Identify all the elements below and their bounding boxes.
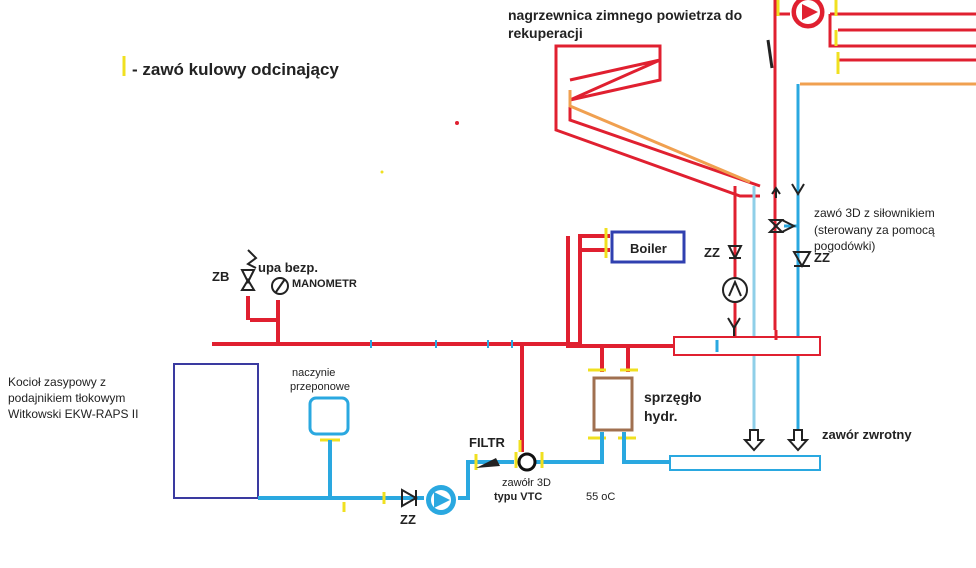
main-supply-line <box>212 234 674 452</box>
top-pump <box>791 0 825 29</box>
kociol-label-3: Witkowski EKW-RAPS II <box>8 407 138 421</box>
kociol-label-2: podajnikiem tłokowym <box>8 391 125 405</box>
zz-label-right: ZZ <box>704 245 720 260</box>
zz-valve-symbol <box>401 488 419 508</box>
vtc-label-1: zawółr 3D <box>502 477 551 489</box>
kociol-unit <box>173 363 259 499</box>
return-manifold <box>669 455 821 471</box>
check-symbol <box>766 39 774 69</box>
circulation-pump <box>426 485 456 515</box>
vtc-valve <box>517 452 537 472</box>
valve3d-label-2: (sterowany za pomocą <box>814 223 935 237</box>
valve3d-label-3: pogodówki) <box>814 239 875 253</box>
three-way-valve <box>767 183 812 269</box>
temp-label: 55 oC <box>586 491 615 503</box>
expansion-vessel <box>308 396 350 436</box>
zwrotny-label: zawór zwrotny <box>822 427 912 442</box>
safety-label: upa bezp. <box>258 260 318 275</box>
hydraulic-separator <box>592 376 634 432</box>
top-right-coil <box>773 0 976 330</box>
stray-dot <box>455 121 459 125</box>
safety-valve <box>240 249 258 291</box>
legend-text: - zawó kulowy odcinający <box>132 60 339 79</box>
stray-dot <box>380 170 384 174</box>
heater-coil <box>554 44 761 198</box>
naczynie-label-1: naczynie <box>292 367 335 379</box>
vtc-label-2: typu VTC <box>494 491 542 503</box>
right-pump <box>722 277 748 303</box>
heater-label-2: rekuperacji <box>508 25 583 41</box>
naczynie-label-2: przeponowe <box>290 381 350 393</box>
sprzeglo-label-2: hydr. <box>644 408 677 424</box>
boiler-tank <box>610 230 686 264</box>
valve3d-label-1: zawó 3D z siłownikiem <box>814 206 935 220</box>
check-valve-arrows <box>742 429 810 452</box>
filtr-label: FILTR <box>469 435 505 450</box>
boiler-label: Boiler <box>630 241 667 256</box>
heater-label-1: nagrzewnica zimnego powietrza do <box>508 7 742 23</box>
manometer-label: MANOMETR <box>292 278 357 290</box>
kociol-label-1: Kocioł zasypowy z <box>8 375 106 389</box>
manometer-gauge <box>271 277 289 295</box>
sprzeglo-label-1: sprzęgło <box>644 389 702 405</box>
zb-label: ZB <box>212 269 229 284</box>
zz-label-bottom: ZZ <box>400 512 416 527</box>
zz-valve-symbol <box>727 245 743 261</box>
main-return-line <box>258 432 670 500</box>
zz-label-3d: ZZ <box>814 250 830 265</box>
supply-manifold <box>673 336 821 356</box>
filter-symbol <box>476 458 500 468</box>
